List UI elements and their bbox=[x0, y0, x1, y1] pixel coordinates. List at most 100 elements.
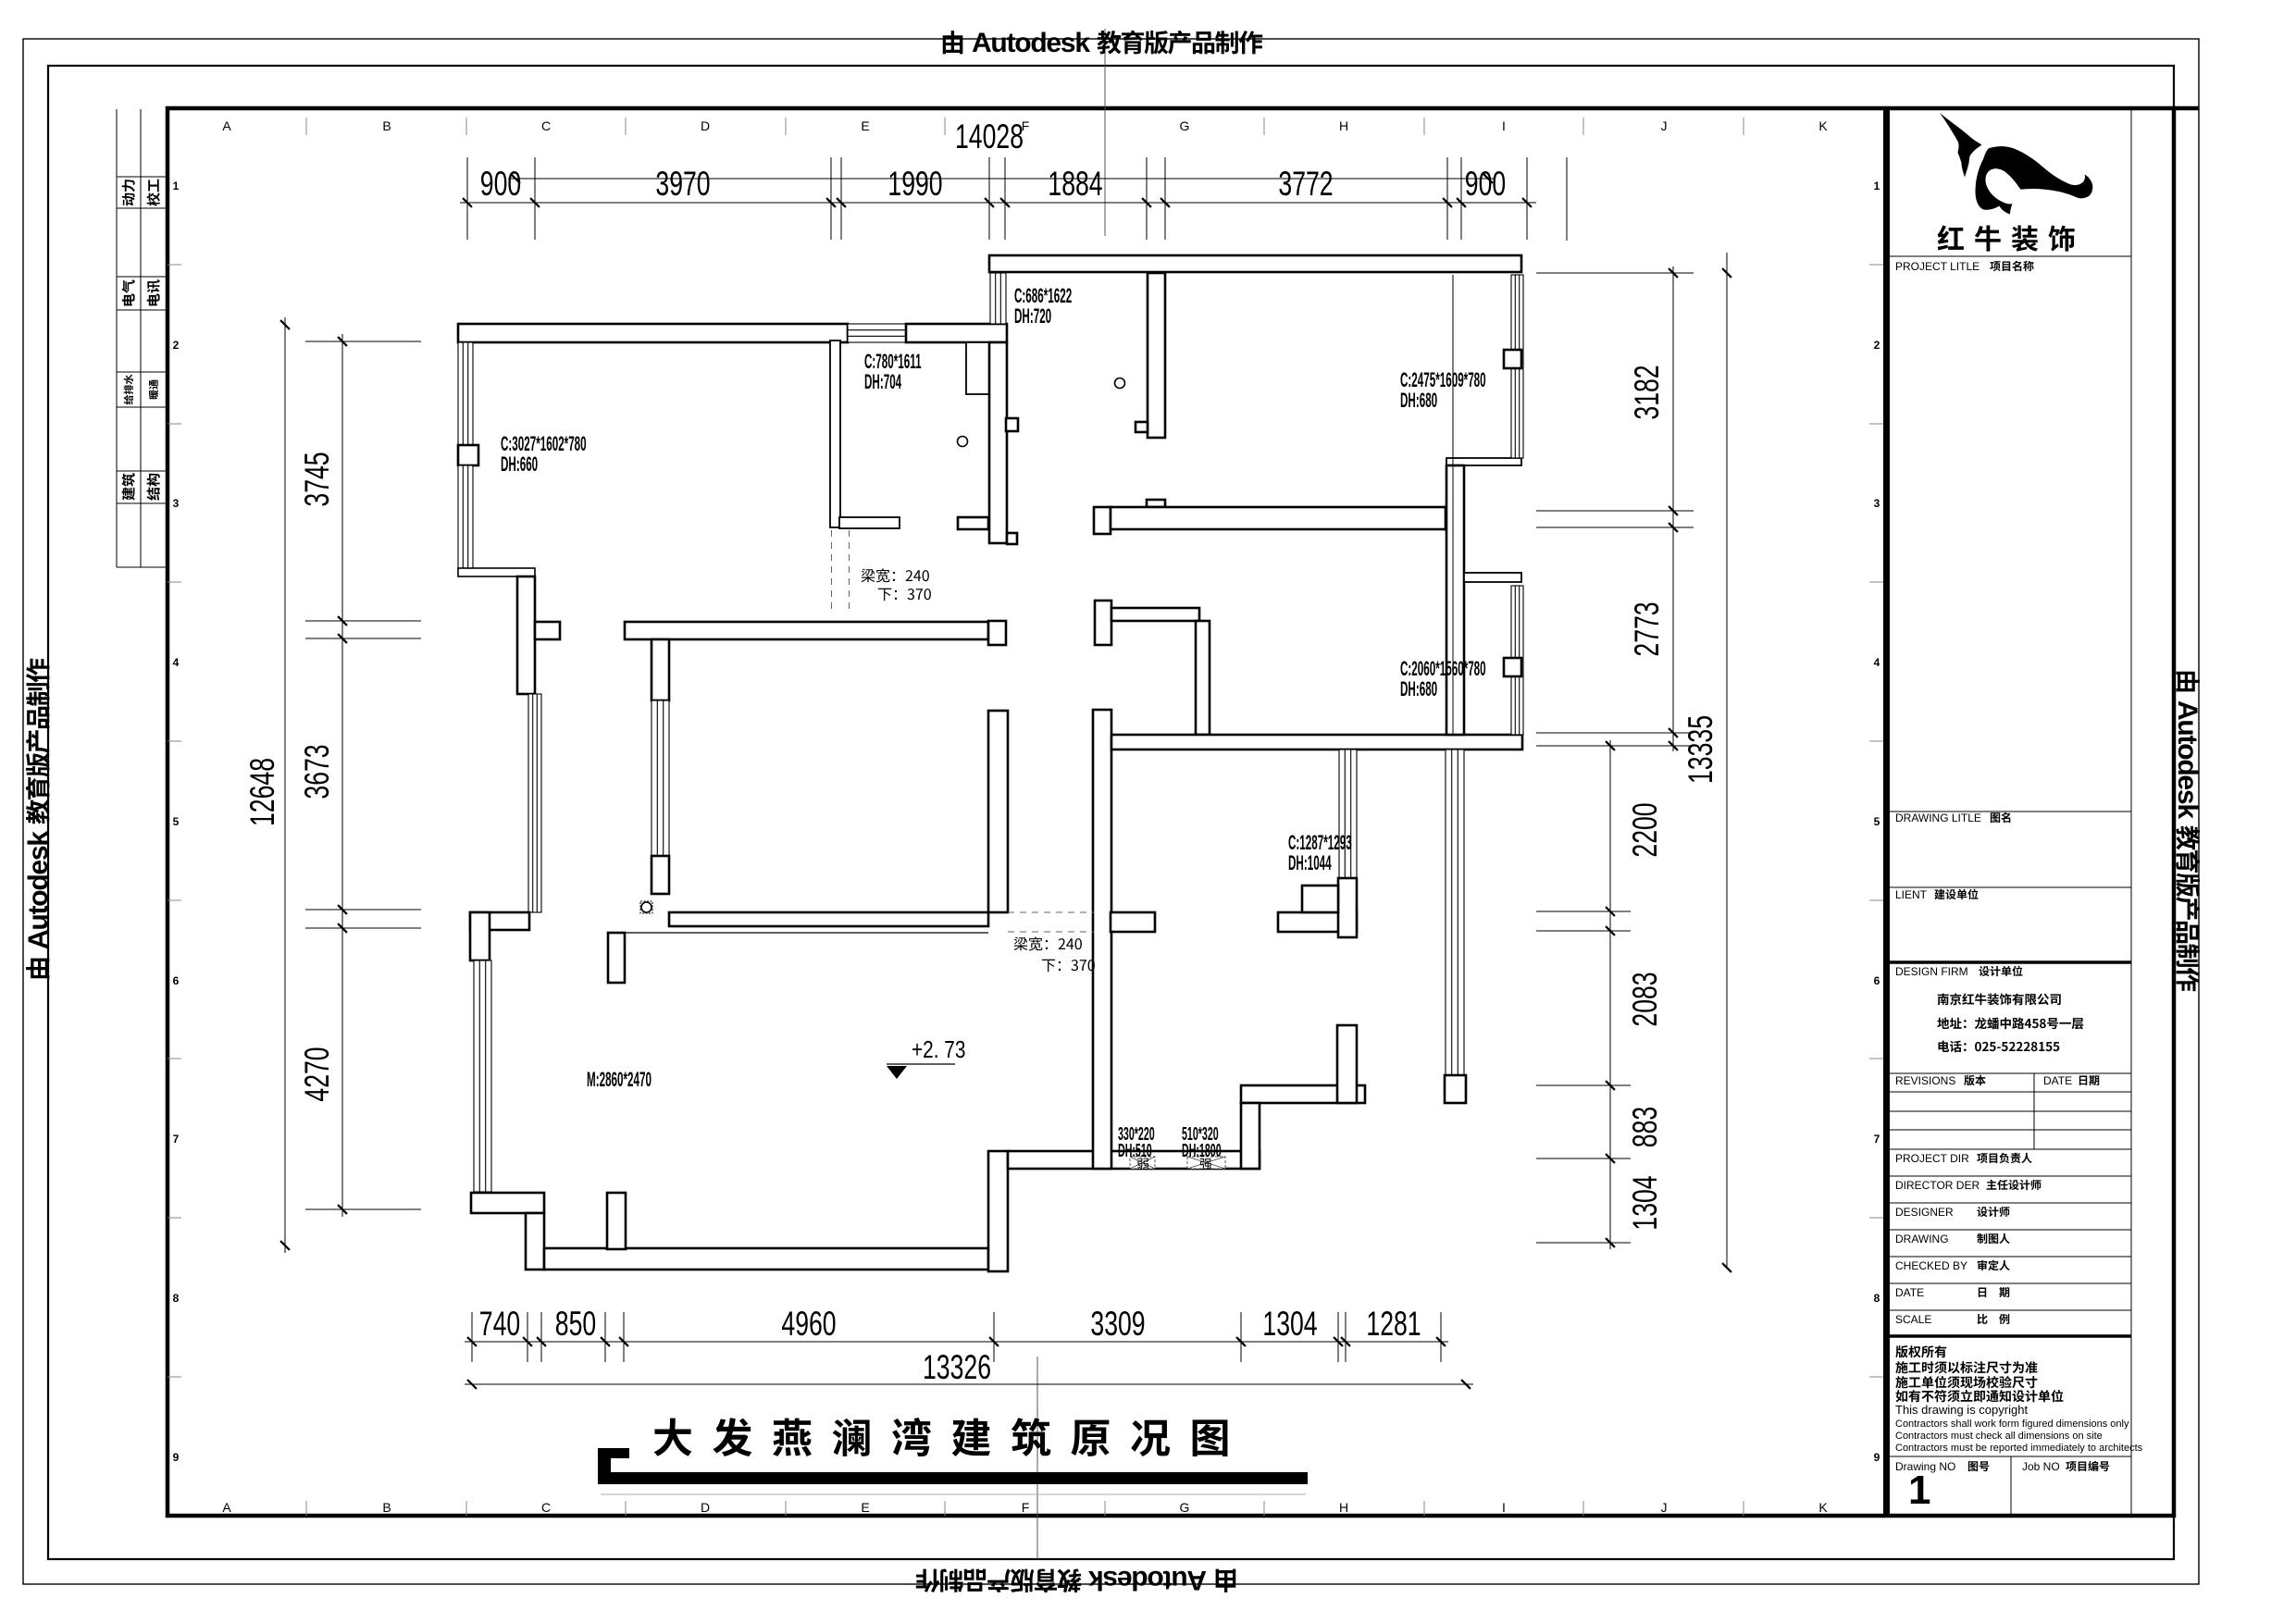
svg-text:3772: 3772 bbox=[1278, 165, 1333, 203]
svg-text:K: K bbox=[1818, 1500, 1828, 1515]
svg-text:5: 5 bbox=[1874, 815, 1880, 828]
svg-text:2083: 2083 bbox=[1626, 972, 1664, 1026]
svg-text:K: K bbox=[1818, 118, 1828, 133]
svg-text:+2. 73: +2. 73 bbox=[912, 1036, 965, 1063]
svg-text:DESIGN FIRM: DESIGN FIRM bbox=[1895, 965, 1968, 978]
svg-text:740: 740 bbox=[479, 1305, 520, 1343]
svg-text:2773: 2773 bbox=[1628, 601, 1666, 656]
svg-text:G: G bbox=[1180, 1500, 1190, 1515]
svg-text:DESIGNER: DESIGNER bbox=[1895, 1206, 1954, 1219]
svg-text:SCALE: SCALE bbox=[1895, 1313, 1931, 1326]
svg-text:M:2860*2470: M:2860*2470 bbox=[587, 1068, 652, 1091]
svg-text:D: D bbox=[701, 1500, 710, 1515]
svg-text:DATE: DATE bbox=[2043, 1074, 2072, 1087]
svg-text:DH:704: DH:704 bbox=[864, 370, 901, 393]
svg-text:F: F bbox=[1022, 118, 1030, 133]
svg-text:6: 6 bbox=[173, 974, 180, 987]
svg-text:900: 900 bbox=[480, 165, 521, 203]
svg-text:PROJECT DIR: PROJECT DIR bbox=[1895, 1152, 1969, 1165]
svg-text:1: 1 bbox=[1874, 180, 1880, 192]
svg-text:4: 4 bbox=[1874, 656, 1880, 669]
svg-text:B: B bbox=[382, 118, 391, 133]
svg-text:7: 7 bbox=[173, 1133, 180, 1146]
svg-text:Contractors shall work form fi: Contractors shall work form figured dime… bbox=[1895, 1419, 2129, 1430]
svg-text:I: I bbox=[1502, 1500, 1506, 1515]
svg-text:DH:1044: DH:1044 bbox=[1288, 851, 1332, 874]
svg-text:883: 883 bbox=[1626, 1107, 1664, 1147]
svg-text:DH:1800: DH:1800 bbox=[1182, 1141, 1222, 1161]
svg-text:8: 8 bbox=[173, 1292, 180, 1305]
svg-text:4: 4 bbox=[173, 656, 180, 669]
svg-text:4960: 4960 bbox=[781, 1305, 836, 1343]
svg-text:1304: 1304 bbox=[1262, 1305, 1317, 1343]
svg-text:C:3027*1602*780: C:3027*1602*780 bbox=[501, 432, 587, 455]
svg-text:1884: 1884 bbox=[1048, 165, 1102, 203]
svg-text:A: A bbox=[222, 1500, 231, 1515]
svg-text:9: 9 bbox=[173, 1451, 180, 1464]
svg-text:1281: 1281 bbox=[1366, 1305, 1421, 1343]
svg-text:C:686*1622: C:686*1622 bbox=[1014, 284, 1072, 307]
svg-text:C:2475*1609*780: C:2475*1609*780 bbox=[1400, 368, 1486, 391]
svg-text:A: A bbox=[222, 118, 231, 133]
svg-text:3182: 3182 bbox=[1628, 365, 1666, 419]
svg-text:1304: 1304 bbox=[1626, 1175, 1664, 1230]
svg-text:C:2060*1560*780: C:2060*1560*780 bbox=[1400, 657, 1486, 680]
svg-text:3673: 3673 bbox=[298, 744, 336, 799]
svg-text:510*320: 510*320 bbox=[1182, 1124, 1219, 1145]
svg-text:1: 1 bbox=[173, 180, 180, 192]
svg-text:DRAWING LITLE: DRAWING LITLE bbox=[1895, 812, 1981, 824]
svg-text:CHECKED BY: CHECKED BY bbox=[1895, 1259, 1967, 1272]
svg-text:12648: 12648 bbox=[243, 758, 281, 826]
svg-text:7: 7 bbox=[1874, 1133, 1880, 1146]
svg-text:3309: 3309 bbox=[1090, 1305, 1145, 1343]
svg-text:J: J bbox=[1661, 118, 1668, 133]
svg-text:This drawing is copyright: This drawing is copyright bbox=[1895, 1403, 2028, 1417]
svg-text:DATE: DATE bbox=[1895, 1286, 1924, 1299]
svg-text:REVISIONS: REVISIONS bbox=[1895, 1074, 1955, 1087]
svg-text:330*220: 330*220 bbox=[1118, 1124, 1155, 1145]
svg-text:9: 9 bbox=[1874, 1451, 1880, 1464]
svg-text:B: B bbox=[382, 1500, 391, 1515]
svg-text:13335: 13335 bbox=[1682, 715, 1719, 784]
svg-text:C:780*1611: C:780*1611 bbox=[864, 350, 922, 373]
svg-text:1: 1 bbox=[1908, 1468, 1930, 1513]
svg-text:8: 8 bbox=[1874, 1292, 1880, 1305]
svg-text:J: J bbox=[1661, 1500, 1668, 1515]
svg-text:3970: 3970 bbox=[655, 165, 710, 203]
svg-text:E: E bbox=[861, 118, 869, 133]
svg-text:3745: 3745 bbox=[298, 452, 336, 506]
svg-text:D: D bbox=[701, 118, 710, 133]
svg-text:DH:680: DH:680 bbox=[1400, 677, 1437, 700]
svg-text:DH:660: DH:660 bbox=[501, 452, 538, 476]
svg-text:I: I bbox=[1502, 118, 1506, 133]
svg-text:4270: 4270 bbox=[298, 1047, 336, 1101]
svg-text:6: 6 bbox=[1874, 974, 1880, 987]
svg-text:DIRECTOR DER: DIRECTOR DER bbox=[1895, 1179, 1980, 1192]
svg-text:F: F bbox=[1022, 1500, 1030, 1515]
svg-text:H: H bbox=[1339, 118, 1348, 133]
svg-text:LIENT: LIENT bbox=[1895, 888, 1928, 901]
svg-text:3: 3 bbox=[1874, 497, 1880, 510]
svg-text:5: 5 bbox=[173, 815, 180, 828]
svg-text:H: H bbox=[1339, 1500, 1348, 1515]
svg-text:2: 2 bbox=[1874, 339, 1880, 352]
svg-text:DRAWING: DRAWING bbox=[1895, 1233, 1949, 1245]
svg-text:C:1287*1293: C:1287*1293 bbox=[1288, 831, 1352, 854]
svg-text:1990: 1990 bbox=[887, 165, 942, 203]
svg-text:2200: 2200 bbox=[1626, 802, 1664, 857]
svg-text:850: 850 bbox=[555, 1305, 596, 1343]
svg-text:Contractors must check all dim: Contractors must check all dimensions on… bbox=[1895, 1431, 2103, 1442]
svg-text:DH:680: DH:680 bbox=[1400, 389, 1437, 412]
svg-text:13326: 13326 bbox=[923, 1348, 991, 1386]
svg-text:E: E bbox=[861, 1500, 869, 1515]
svg-text:Drawing NO: Drawing NO bbox=[1895, 1460, 1955, 1473]
svg-text:3: 3 bbox=[173, 497, 180, 510]
svg-text:Job NO: Job NO bbox=[2022, 1460, 2060, 1473]
svg-text:C: C bbox=[541, 118, 551, 133]
svg-text:14028: 14028 bbox=[955, 118, 1024, 155]
svg-text:2: 2 bbox=[173, 339, 180, 352]
svg-text:DH:510: DH:510 bbox=[1118, 1141, 1152, 1161]
svg-text:PROJECT LITLE: PROJECT LITLE bbox=[1895, 260, 1980, 273]
svg-text:DH:720: DH:720 bbox=[1014, 304, 1051, 328]
svg-text:C: C bbox=[541, 1500, 551, 1515]
